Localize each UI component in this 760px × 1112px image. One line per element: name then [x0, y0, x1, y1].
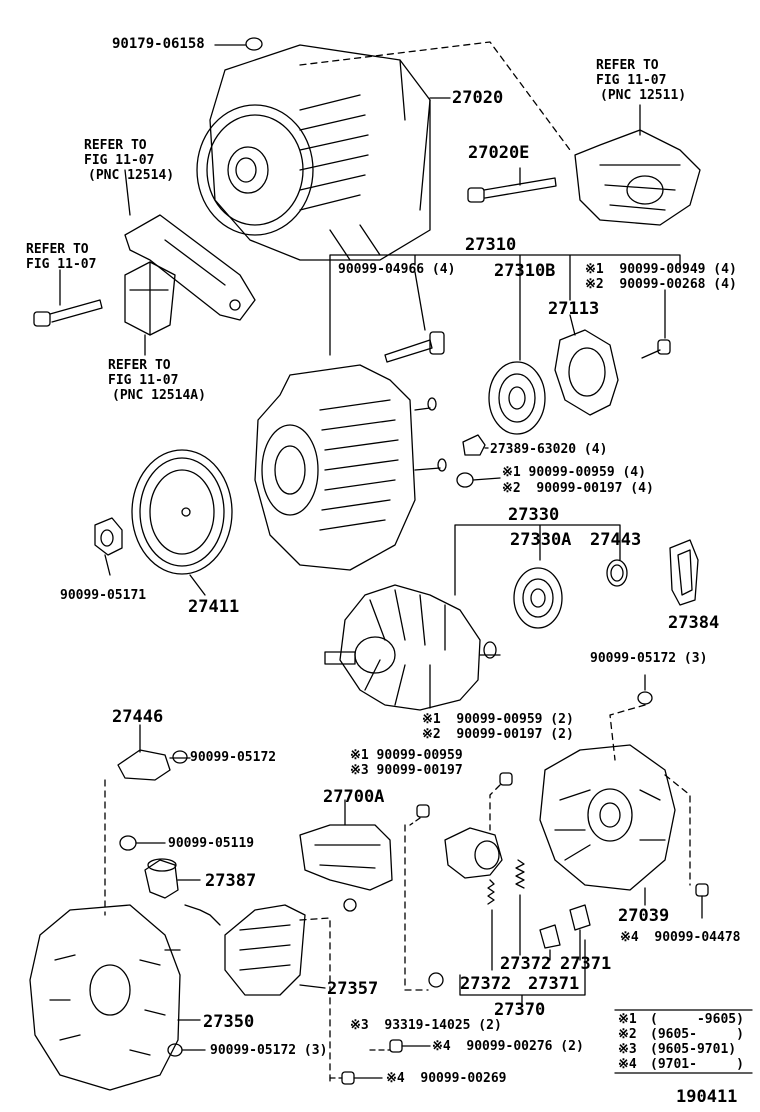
part-label-27372-lower: 27372	[460, 974, 512, 994]
insulator-27387-drawing	[144, 858, 201, 899]
plate-27446-drawing	[104, 724, 191, 916]
ring-27384-drawing	[669, 539, 699, 606]
bolt-27020e-drawing	[467, 167, 557, 203]
part-label-27330: 27330	[508, 505, 560, 525]
part-label-star2-00197-2: ※2 90099-00197 (2)	[422, 727, 574, 742]
part-label-star4-04478: ※4 90099-04478	[620, 930, 741, 945]
refer-left-line1: REFER TO	[84, 138, 147, 153]
part-label-star1-00959-4: ※1 90099-00959 (4)	[502, 465, 646, 480]
refer-right-line3: (PNC 12511)	[600, 88, 687, 103]
rubber-block-drawing	[124, 261, 176, 356]
refer-right-line1: REFER TO	[596, 58, 659, 73]
screw-00959-regulator-drawing	[404, 804, 430, 991]
nut-05172-right-drawing	[609, 674, 653, 761]
part-label-27384: 27384	[668, 613, 720, 633]
legend-range-4: (9701- )	[650, 1057, 744, 1072]
end-cover-27039-drawing	[539, 744, 691, 906]
legend-mark-4: ※4	[618, 1057, 637, 1072]
legend-range-1: ( -9605)	[650, 1012, 744, 1027]
refer-bolt-line1: REFER TO	[26, 242, 89, 257]
part-label-90099-05171: 90099-05171	[60, 588, 147, 603]
part-label-star1-00949: ※1 90099-00949 (4)	[585, 262, 737, 277]
part-label-27350: 27350	[203, 1012, 255, 1032]
cover-27443-drawing	[606, 559, 628, 587]
part-label-90179-06158: 90179-06158	[112, 36, 205, 52]
regulator-27700a-drawing	[299, 799, 393, 912]
terminal-insulator-drawing	[462, 434, 489, 456]
part-label-27700a: 27700A	[323, 787, 385, 807]
refer-bottom-line1: REFER TO	[108, 358, 171, 373]
nut-05171-drawing	[94, 517, 123, 576]
part-label-27371-lower: 27371	[528, 974, 580, 994]
legend-range-3: (9605-9701)	[650, 1042, 737, 1057]
nut-05119-drawing	[119, 835, 166, 851]
screw-04478-drawing	[695, 883, 709, 919]
legend-mark-1: ※1	[618, 1012, 637, 1027]
part-label-star3-14025: ※3 93319-14025 (2)	[350, 1018, 502, 1033]
legend-rules	[614, 1009, 753, 1074]
retainer-27113-drawing	[554, 314, 619, 416]
refer-bottom-line2: FIG 11-07	[108, 373, 179, 388]
part-label-27371-upper: 27371	[560, 954, 612, 974]
part-label-90099-05172-3b: 90099-05172 (3)	[210, 1043, 328, 1058]
part-label-star3-00197: ※3 90099-00197	[350, 763, 463, 778]
part-label-27443: 27443	[590, 530, 642, 550]
part-label-90099-05172: 90099-05172	[190, 750, 277, 765]
screws-bottom-drawing	[167, 1039, 431, 1085]
refer-left-line2: FIG 11-07	[84, 153, 155, 168]
part-label-star1-00959-2: ※1 90099-00959 (2)	[422, 712, 574, 727]
part-label-27039: 27039	[618, 906, 670, 926]
rear-frame-27350-drawing	[29, 904, 201, 1091]
part-label-27446: 27446	[112, 707, 164, 727]
part-label-27370: 27370	[494, 1000, 546, 1020]
part-label-27411: 27411	[188, 597, 240, 617]
pulley-27411-drawing	[131, 449, 233, 596]
refer-left-line3: (PNC 12514)	[88, 168, 175, 183]
part-label-27020e: 27020E	[468, 143, 530, 163]
rotor-27330-drawing	[324, 584, 501, 711]
part-label-star1-00959: ※1 90099-00959	[350, 748, 463, 763]
alternator-assembly-drawing	[196, 44, 431, 261]
legend-range-2: (9605- )	[650, 1027, 744, 1042]
part-label-27113: 27113	[548, 299, 600, 319]
brushes-drawing	[539, 904, 591, 961]
figure-number: 190411	[676, 1087, 738, 1107]
brush-holder-drawing	[444, 827, 503, 879]
refer-bottom-line3: (PNC 12514A)	[112, 388, 206, 403]
rectifier-27357-drawing	[184, 904, 331, 1086]
part-label-27357: 27357	[327, 979, 379, 999]
refer-bolt-line2: FIG 11-07	[26, 257, 97, 272]
bolt-left-drawing	[33, 269, 103, 327]
refer-right-line2: FIG 11-07	[596, 73, 667, 88]
part-label-27330a: 27330A	[510, 530, 572, 550]
part-label-27387: 27387	[205, 871, 257, 891]
part-label-star4-00276: ※4 90099-00276 (2)	[432, 1039, 584, 1054]
mounting-bracket-right-drawing	[574, 104, 701, 226]
part-label-27389-63020: 27389-63020 (4)	[490, 442, 608, 457]
adjusting-bar-drawing	[124, 169, 256, 321]
bearing-27310b-drawing	[488, 269, 546, 435]
part-label-star2-00268: ※2 90099-00268 (4)	[585, 277, 737, 292]
part-label-90099-05172-3a: 90099-05172 (3)	[590, 651, 708, 666]
part-label-star2-00197-4: ※2 90099-00197 (4)	[502, 481, 654, 496]
bearing-27330a-drawing	[513, 567, 563, 629]
part-label-star4-00269: ※4 90099-00269	[386, 1071, 507, 1086]
legend-mark-2: ※2	[618, 1027, 637, 1042]
part-label-27020: 27020	[452, 88, 504, 108]
drive-end-frame-drawing	[254, 364, 447, 571]
screw-00949-drawing	[641, 289, 671, 359]
nut-00959-drawing	[456, 472, 501, 488]
part-label-27372-upper: 27372	[500, 954, 552, 974]
part-label-27310: 27310	[465, 235, 517, 255]
bolt-04966-drawing	[384, 271, 445, 363]
legend-mark-3: ※3	[618, 1042, 637, 1057]
springs-drawing	[487, 859, 525, 971]
part-label-90099-05119: 90099-05119	[168, 836, 255, 851]
part-label-27310b: 27310B	[494, 261, 556, 281]
nut-14025-drawing	[428, 972, 444, 988]
screw-00959-holder-drawing	[489, 772, 513, 831]
part-label-90099-04966: 90099-04966 (4)	[338, 262, 456, 277]
